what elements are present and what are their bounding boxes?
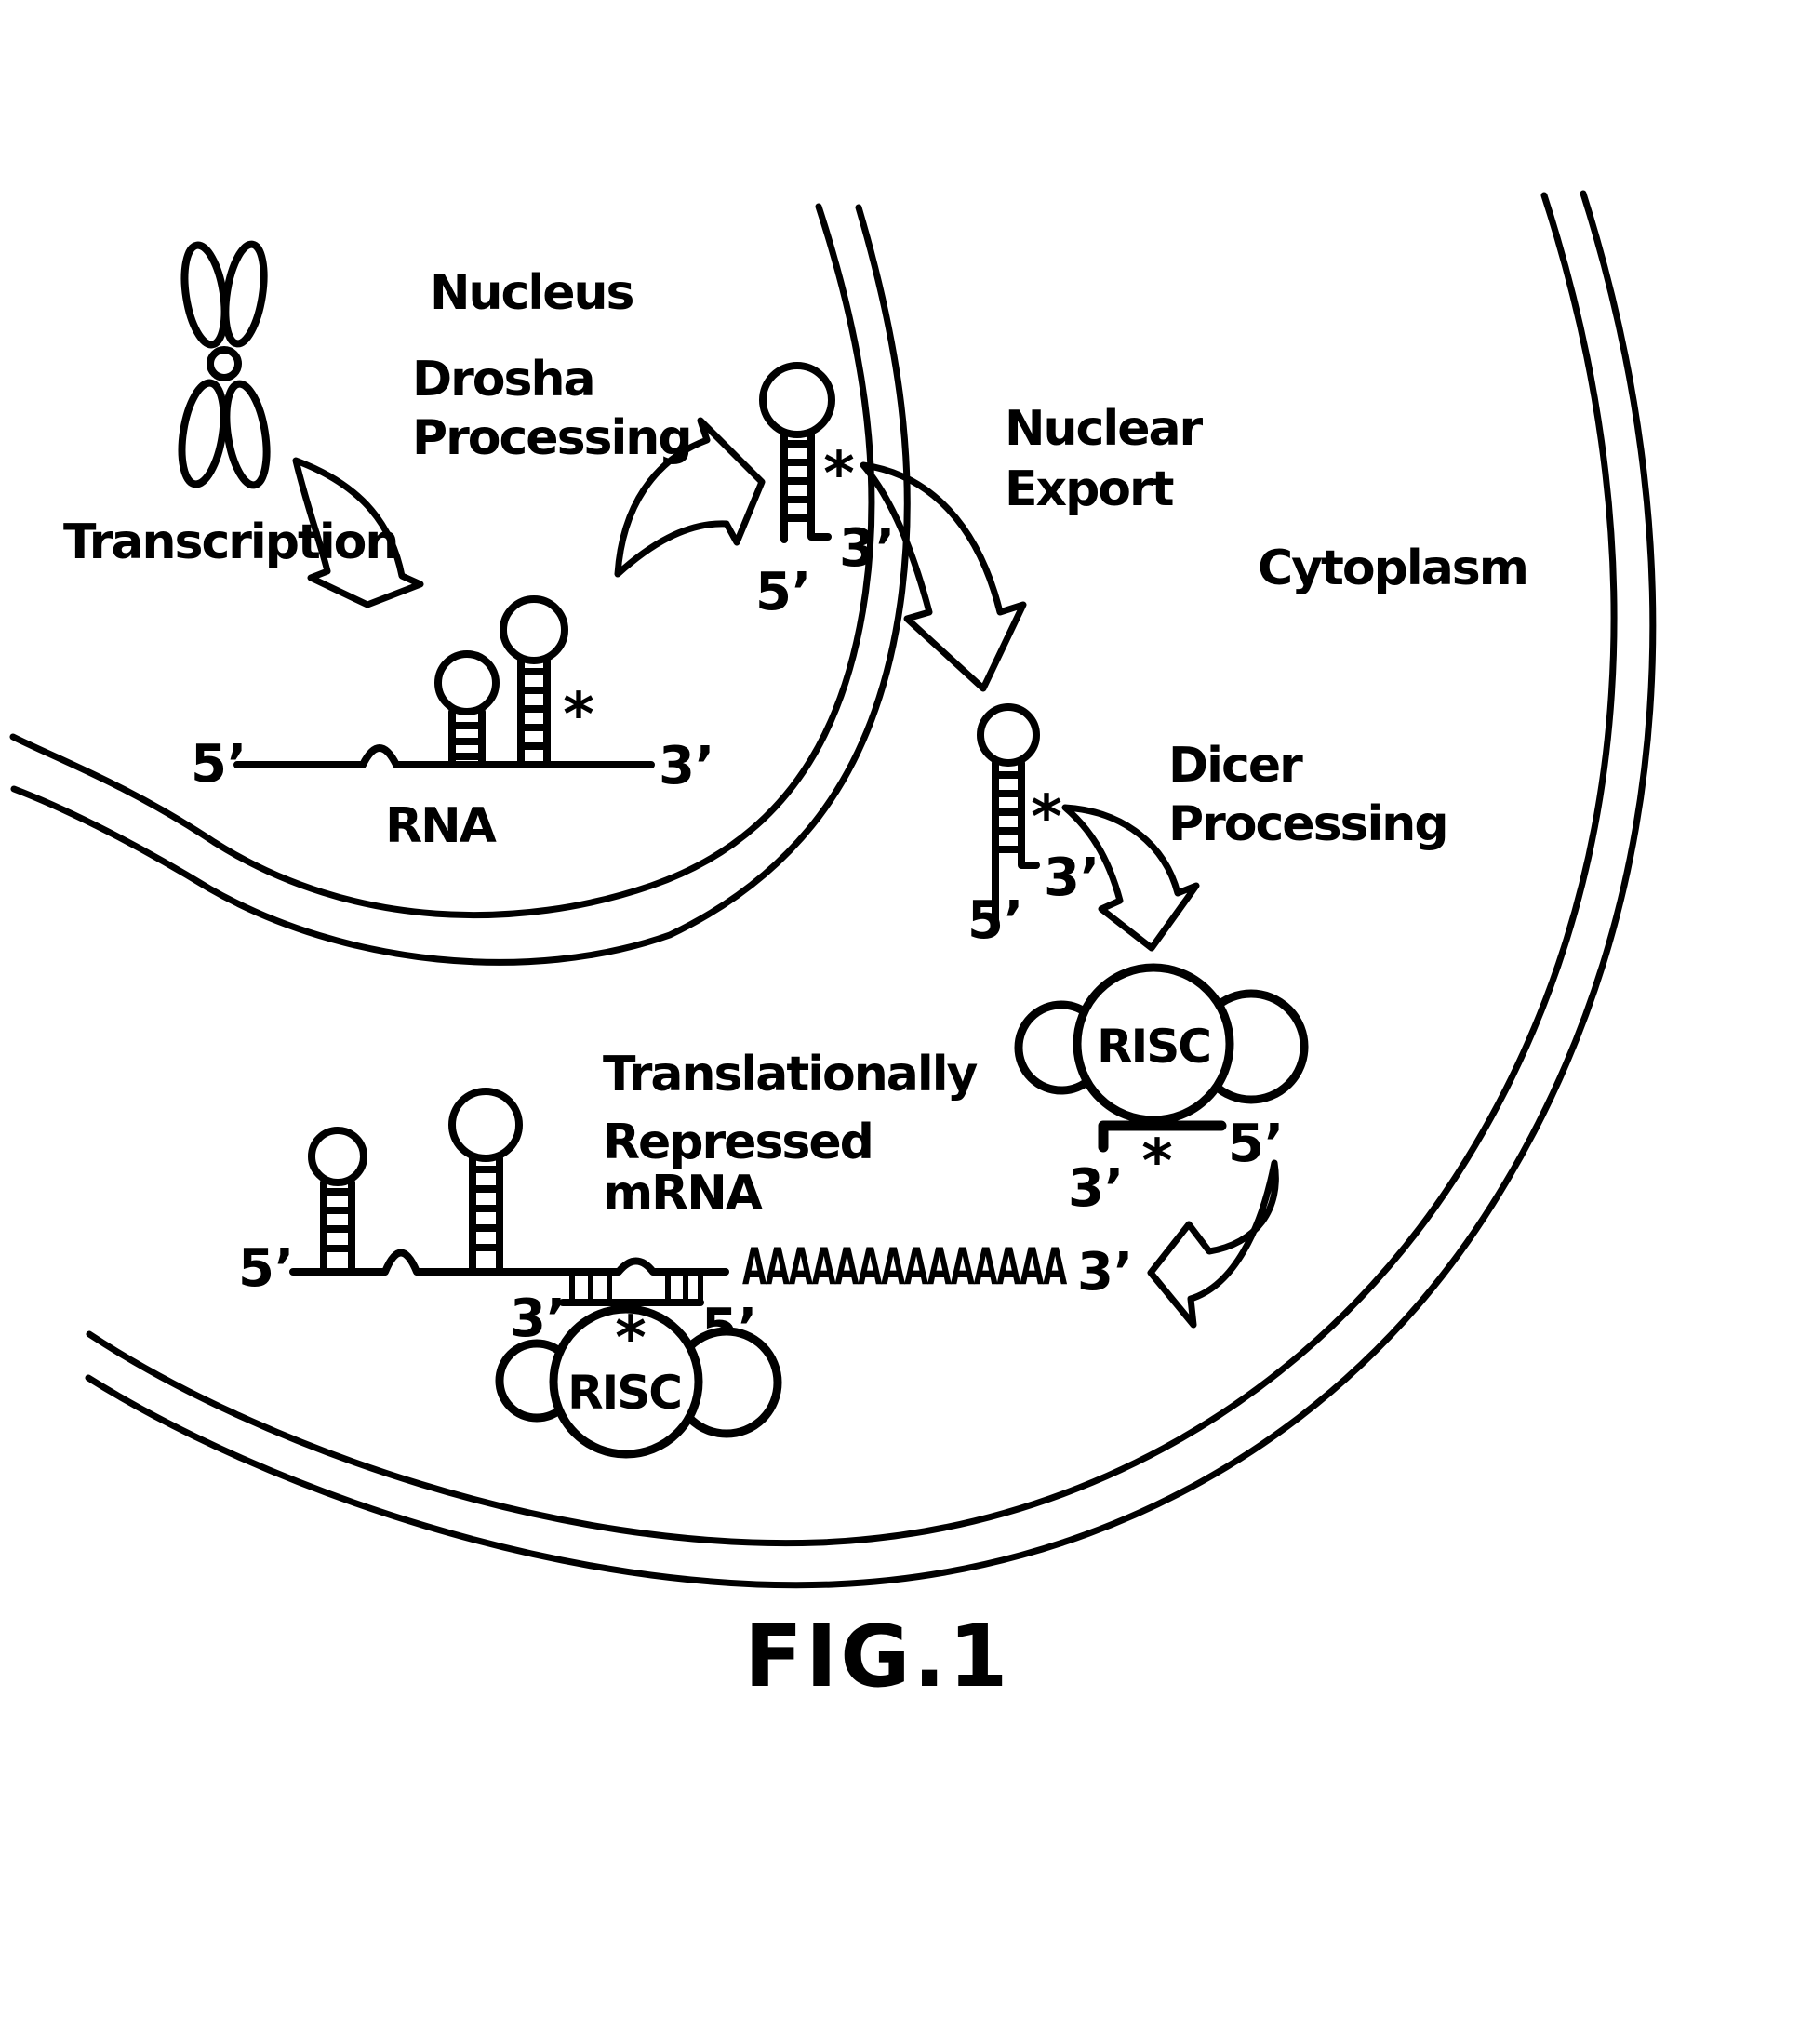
cell-membrane — [85, 190, 1657, 1589]
drosha-processing-arrow — [614, 417, 766, 578]
nuclear-envelope-inner-line — [9, 203, 875, 919]
chromosome-centromere — [207, 346, 242, 381]
pri-mirna-hairpin1-stem — [448, 708, 486, 768]
risc-free-label: RISC — [1097, 1020, 1210, 1074]
pre-mirna-nucleus-5prime-label: 5’ — [755, 562, 811, 622]
pre-mirna-nucleus-star: * — [823, 440, 854, 509]
mrna-hairpin1-stem — [320, 1179, 355, 1276]
risc-free-main-subunit — [1073, 963, 1234, 1125]
cell-membrane-outer-line — [85, 190, 1657, 1589]
transcription-label: Transcription — [63, 514, 397, 570]
pre-mirna-nucleus: * 3’ 5’ — [755, 362, 895, 622]
dicer-label-line1: Dicer — [1168, 738, 1303, 794]
risc-bound-3prime-label: 3’ — [510, 1289, 566, 1349]
pre-mirna-cytoplasm-5prime-label: 5’ — [967, 890, 1023, 951]
risc-free-5prime-label: 5’ — [1228, 1114, 1284, 1174]
pri-mirna-backbone — [233, 744, 655, 768]
risc-bound-label: RISC — [567, 1366, 681, 1420]
drosha-label-line2: Processing — [412, 410, 691, 466]
pri-mirna-hairpin2-loop — [500, 595, 568, 664]
pri-mirna-hairpin1-loop — [434, 650, 500, 715]
chromosome-lower-left-arm — [178, 379, 228, 488]
risc-free-guide-strand — [1098, 1120, 1227, 1153]
mrna-hairpin2-loop — [448, 1088, 523, 1162]
cytoplasm-label: Cytoplasm — [1258, 541, 1527, 596]
risc-complex-free: RISC 5’ 3’ * — [1014, 963, 1309, 1219]
pre-mirna-cytoplasm-star: * — [1031, 783, 1061, 852]
nucleus-label: Nucleus — [430, 265, 633, 321]
pri-mirna-5prime-label: 5’ — [191, 734, 247, 795]
repressed-label-line2: Repressed — [603, 1115, 873, 1170]
pre-mirna-nucleus-3prime-strand — [807, 431, 832, 541]
dicer-label-line2: Processing — [1168, 796, 1447, 852]
pri-mirna-3prime-label: 3’ — [659, 736, 714, 796]
pre-mirna-cytoplasm-basepairs — [992, 771, 1025, 853]
repressed-label-line1: Translationally — [603, 1047, 978, 1102]
nuclear-export-label-line2: Export — [1005, 461, 1174, 517]
mrna-polya-tail: AAAAAAAAAAAAAA — [742, 1237, 1067, 1296]
pre-mirna-nucleus-basepairs — [780, 440, 815, 522]
cell-membrane-inner-line — [86, 192, 1618, 1547]
dicer-processing-arrow — [1061, 804, 1200, 952]
nuclear-envelope-outer-line — [10, 204, 911, 966]
risc-bound-main-subunit — [549, 1304, 703, 1459]
arrows — [292, 417, 1279, 1329]
nuclear-envelope — [9, 203, 911, 966]
transcription-arrow — [292, 457, 424, 608]
risc-bound-star: * — [615, 1304, 646, 1373]
mrna-polya-3prime-label: 3’ — [1077, 1242, 1133, 1303]
risc-complex-bound: * RISC — [495, 1304, 782, 1459]
mrna-hairpin1-loop — [308, 1127, 367, 1186]
chromosome-upper-right-arm — [221, 240, 268, 348]
labels: Nucleus Drosha Processing Transcription … — [63, 265, 1529, 1706]
mrna-hairpin2-stem — [469, 1155, 503, 1276]
pri-mirna-hairpin2-stem — [517, 657, 551, 768]
pri-mirna-transcript: * 5’ 3’ RNA — [191, 595, 714, 854]
risc-free-3prime-label: 3’ — [1068, 1158, 1124, 1219]
repressed-label-line3: mRNA — [603, 1166, 763, 1222]
mrna-backbone — [289, 1249, 729, 1276]
figure-caption: FIG.1 — [744, 1607, 1011, 1706]
chromosome-lower-right-arm — [222, 380, 271, 489]
risc-to-mrna-arrow — [1147, 1159, 1279, 1329]
mrna-5prime-label: 5’ — [238, 1238, 294, 1299]
risc-free-star: * — [1141, 1128, 1172, 1196]
chromosome-upper-left-arm — [180, 241, 229, 349]
pre-mirna-nucleus-loop — [759, 362, 835, 438]
pri-mirna-star: * — [563, 681, 593, 750]
pre-mirna-cytoplasm-loop — [977, 703, 1040, 767]
pre-mirna-cytoplasm-3prime-label: 3’ — [1044, 848, 1100, 908]
nuclear-export-label-line1: Nuclear — [1005, 401, 1204, 457]
target-mrna: 5’ 3’ 5’ AAAAAAAAAAAAAA 3’ — [238, 1088, 1133, 1358]
nuclear-export-arrow — [860, 461, 1027, 692]
drosha-label-line1: Drosha — [412, 352, 594, 407]
pre-mirna-nucleus-3prime-label: 3’ — [839, 518, 895, 579]
chromosome-icon — [178, 240, 271, 489]
mirna-mrna-basepair-ticks — [569, 1270, 703, 1303]
pri-mirna-rna-label: RNA — [385, 798, 497, 854]
pre-mirna-cytoplasm: * 3’ 5’ — [967, 703, 1100, 951]
